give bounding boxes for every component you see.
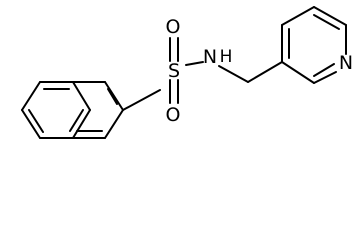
chemical-structure-diagram: S O O N H N — [21, 6, 353, 139]
pyridine-ring — [281, 6, 347, 84]
bond-aryl-sulfur — [122, 89, 161, 111]
bond-pyr-2 — [281, 6, 315, 26]
bond-pyr-3 — [313, 6, 347, 26]
bond-sulfur-nitrogen — [185, 61, 204, 66]
bond-pyr-double-3 — [313, 63, 335, 77]
bond-pyr-6 — [281, 61, 315, 84]
bond-nap-a3 — [72, 109, 91, 139]
naphthalene-ring-left — [21, 81, 91, 139]
oxygen-bottom-atom-label: O — [166, 104, 181, 126]
sulfur-atom-label: S — [168, 60, 180, 82]
pyridine-nitrogen-atom-label: N — [339, 52, 353, 74]
bond-nap-a5 — [21, 109, 41, 139]
structure-svg: S O O N H N — [21, 6, 353, 139]
bond-nap-b3 — [104, 109, 124, 139]
amide-nitrogen-atom-label: N — [203, 46, 217, 68]
bond-pyr-5 — [313, 71, 337, 84]
bond-nap-a6 — [21, 81, 41, 111]
bond-nap-a-double-3 — [69, 109, 84, 132]
oxygen-top-atom-label: O — [166, 16, 181, 38]
bond-nitrogen-methylene — [218, 65, 249, 83]
bond-sulfonyl-oxygen-bottom — [169, 79, 179, 104]
bond-nap-b-double-1 — [107, 88, 118, 105]
bond-sulfonyl-oxygen-top — [169, 37, 179, 62]
bond-nap-a2 — [72, 81, 91, 111]
bond-nap-b2 — [104, 81, 124, 111]
naphthalene-ring-right — [72, 81, 124, 139]
bond-methylene-pyridine — [247, 61, 283, 83]
bond-nap-a-double-2 — [28, 109, 44, 133]
bond-pyr-double-2 — [313, 14, 340, 30]
amide-hydrogen-atom-label: H — [220, 47, 233, 67]
